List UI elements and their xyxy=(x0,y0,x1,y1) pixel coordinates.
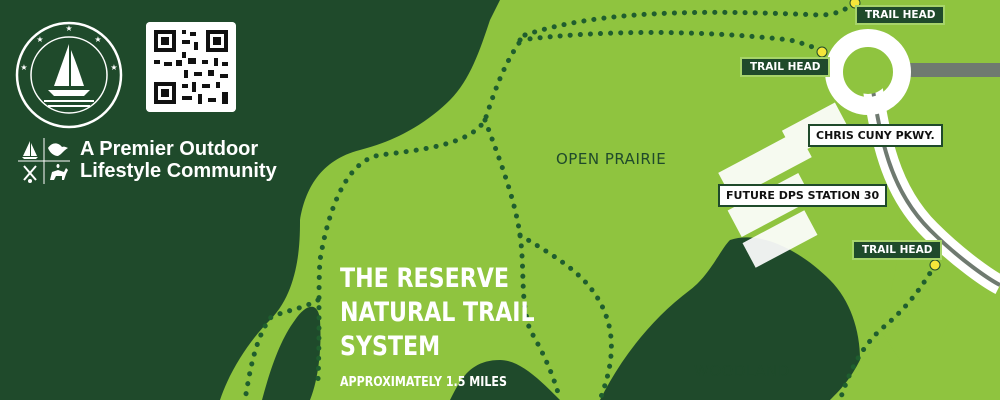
road-label: CHRIS CUNY PKWY. xyxy=(808,124,943,147)
city-seal-icon: ★ ★ ★ ★ ★ xyxy=(15,21,123,129)
trailhead-marker-2 xyxy=(816,46,828,58)
trailhead-label-2: TRAIL HEAD xyxy=(740,57,831,77)
bird-icon xyxy=(48,143,68,156)
svg-text:★: ★ xyxy=(110,63,117,72)
svg-text:★: ★ xyxy=(20,63,27,72)
roundabout xyxy=(825,29,911,115)
svg-text:★: ★ xyxy=(65,24,72,33)
golf-icon xyxy=(23,165,37,181)
east-land xyxy=(880,40,1000,360)
title-line-3: SYSTEM xyxy=(340,331,441,362)
roundabout-center xyxy=(846,50,890,94)
svg-text:★: ★ xyxy=(94,35,101,44)
trailhead-label-1: TRAIL HEAD xyxy=(855,5,946,25)
horse-rider-icon xyxy=(50,164,68,180)
trailhead-marker-3 xyxy=(929,259,941,271)
lake xyxy=(262,306,321,400)
dps-label: FUTURE DPS STATION 30 xyxy=(718,184,888,207)
road-center xyxy=(868,69,1000,287)
open-prairie-label: OPEN PRAIRIE xyxy=(556,150,667,168)
svg-text:★: ★ xyxy=(36,35,43,44)
trailhead-label-3: TRAIL HEAD xyxy=(852,240,943,260)
title-line-1: THE RESERVE xyxy=(340,263,510,294)
title-line-2: NATURAL TRAIL xyxy=(340,297,535,328)
sailboat-icon xyxy=(22,141,38,159)
tagline: A Premier Outdoor Lifestyle Community xyxy=(80,138,277,182)
qr-code-icon[interactable] xyxy=(146,22,236,112)
tagline-icon-grid xyxy=(18,138,70,184)
woodland-patch xyxy=(600,237,860,400)
trail-paths xyxy=(242,0,938,400)
woodland-label: WOODLAND xyxy=(694,362,790,380)
map-title: THE RESERVE NATURAL TRAIL SYSTEM xyxy=(340,262,535,364)
tagline-line-1: A Premier Outdoor xyxy=(80,138,259,160)
map-subtitle: APPROXIMATELY 1.5 MILES xyxy=(340,375,507,390)
tagline-line-2: Lifestyle Community xyxy=(80,160,277,182)
